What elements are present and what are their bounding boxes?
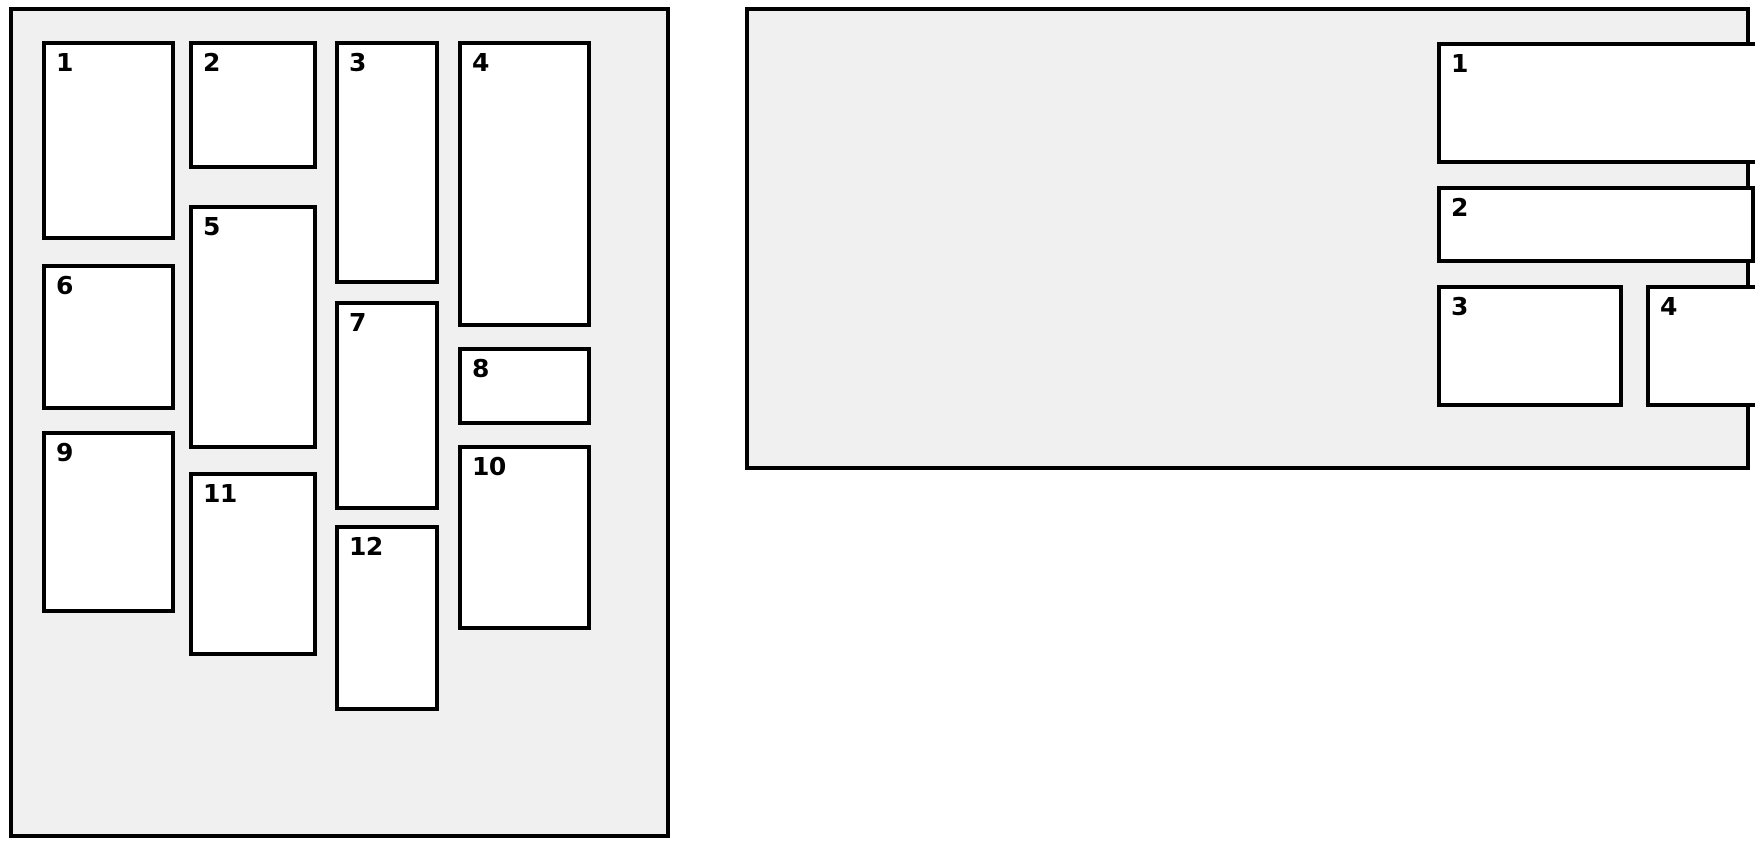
box-number-label: 1 <box>56 48 73 77</box>
layout-box[interactable]: 3 <box>335 41 439 284</box>
layout-box[interactable]: 5 <box>189 205 317 449</box>
box-number-label: 5 <box>203 212 220 241</box>
box-number-label: 9 <box>56 438 73 467</box>
layout-box[interactable]: 3 <box>1437 285 1623 407</box>
layout-box[interactable]: 11 <box>189 472 317 656</box>
layout-box[interactable]: 6 <box>42 264 175 410</box>
box-number-label: 3 <box>349 48 366 77</box>
layout-box[interactable]: 8 <box>458 347 591 425</box>
layout-box[interactable]: 9 <box>42 431 175 613</box>
box-number-label: 4 <box>472 48 489 77</box>
box-number-label: 12 <box>349 532 383 561</box>
box-number-label: 6 <box>56 271 73 300</box>
box-number-label: 1 <box>1451 49 1468 78</box>
layout-box[interactable]: 12 <box>335 525 439 711</box>
layout-box[interactable]: 1 <box>42 41 175 240</box>
right-panel: 167259348 <box>745 7 1755 470</box>
layout-box[interactable]: 1 <box>1437 42 1755 164</box>
box-number-label: 8 <box>472 354 489 383</box>
layout-box[interactable]: 4 <box>458 41 591 327</box>
layout-box[interactable]: 4 <box>1646 285 1755 407</box>
box-number-label: 2 <box>203 48 220 77</box>
layout-box[interactable]: 2 <box>1437 186 1755 263</box>
box-number-label: 3 <box>1451 292 1468 321</box>
box-number-label: 4 <box>1660 292 1677 321</box>
box-number-label: 2 <box>1451 193 1468 222</box>
box-number-label: 10 <box>472 452 506 481</box>
layout-box[interactable]: 2 <box>189 41 317 169</box>
layout-box[interactable]: 7 <box>335 301 439 510</box>
layout-box[interactable]: 10 <box>458 445 591 630</box>
box-number-label: 11 <box>203 479 237 508</box>
box-number-label: 7 <box>349 308 366 337</box>
